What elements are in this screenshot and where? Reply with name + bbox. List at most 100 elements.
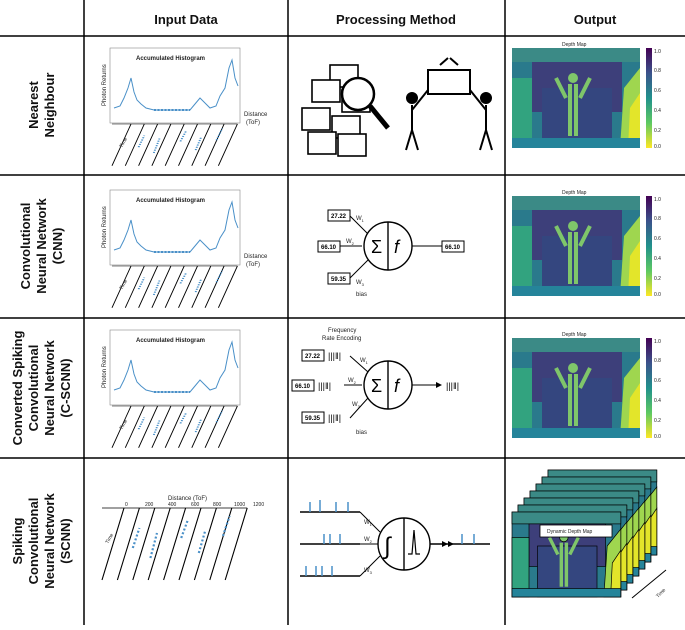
svg-text:Time: Time bbox=[655, 587, 667, 599]
header-output: Output bbox=[574, 12, 617, 27]
weight-w2: W2 bbox=[346, 239, 355, 246]
svg-text:1.0: 1.0 bbox=[654, 339, 661, 345]
svg-text:Rate Encoding: Rate Encoding bbox=[322, 336, 361, 342]
svg-text:400: 400 bbox=[168, 502, 177, 508]
header-input-data: Input Data bbox=[154, 12, 218, 27]
svg-text:66.10: 66.10 bbox=[321, 245, 337, 251]
svg-text:800: 800 bbox=[213, 502, 222, 508]
svg-text:0.2: 0.2 bbox=[654, 276, 661, 282]
svg-text:0.0: 0.0 bbox=[654, 434, 661, 440]
activation-symbol: f bbox=[394, 237, 401, 257]
svg-text:Convolutional: Convolutional bbox=[26, 345, 41, 432]
svg-text:0.2: 0.2 bbox=[654, 128, 661, 134]
svg-text:W2: W2 bbox=[348, 378, 357, 385]
cnn-output bbox=[441, 240, 465, 253]
input-histogram-row3: Accumulated Histogram Photon Returns Tim… bbox=[102, 329, 241, 449]
svg-text:|||‖|: |||‖| bbox=[318, 381, 331, 391]
svg-text:Time: Time bbox=[119, 418, 130, 431]
row-label-scnn: Spiking Convolutional Neural Network (SC… bbox=[10, 493, 73, 589]
svg-text:66.10: 66.10 bbox=[445, 245, 461, 251]
svg-text:0.4: 0.4 bbox=[654, 398, 661, 404]
input-histogram-row1: Accumulated Histogram Photon Returns Dis… bbox=[102, 47, 268, 167]
svg-text:1200: 1200 bbox=[253, 502, 264, 508]
svg-text:0.8: 0.8 bbox=[654, 68, 661, 74]
svg-text:59.35: 59.35 bbox=[331, 277, 347, 283]
svg-text:Neural Network: Neural Network bbox=[42, 340, 57, 436]
svg-text:0.4: 0.4 bbox=[654, 108, 661, 114]
weight-w3: W3 bbox=[356, 280, 365, 287]
svg-text:Accumulated Histogram: Accumulated Histogram bbox=[136, 198, 205, 204]
svg-text:Neural Network: Neural Network bbox=[42, 493, 57, 589]
svg-text:200: 200 bbox=[145, 502, 154, 508]
svg-text:1.0: 1.0 bbox=[654, 49, 661, 55]
colorbar bbox=[646, 48, 652, 148]
frequency-label: Frequency bbox=[328, 328, 356, 334]
svg-text:0.6: 0.6 bbox=[654, 236, 661, 242]
svg-text:Σ: Σ bbox=[371, 376, 382, 396]
histogram-xlabel: Distance bbox=[244, 112, 268, 118]
svg-text:Convolutional: Convolutional bbox=[26, 498, 41, 585]
svg-text:Converted Spiking: Converted Spiking bbox=[10, 331, 25, 446]
sigma-symbol: Σ bbox=[371, 237, 382, 257]
svg-text:W3: W3 bbox=[352, 402, 361, 409]
depth-map-row2: Depth Map 1.0 0.8 0.6 0.4 0.2 0.0 bbox=[510, 190, 661, 298]
svg-text:Photon Returns: Photon Returns bbox=[102, 346, 108, 388]
cnn-input-1 bbox=[327, 209, 351, 222]
svg-text:0: 0 bbox=[125, 502, 128, 508]
svg-text:0.4: 0.4 bbox=[654, 256, 661, 262]
depth-map-row3: Depth Map 1.0 0.8 0.6 0.4 0.2 0.0 bbox=[510, 332, 661, 440]
scnn-tick-labels: 0 200 400 600 800 1000 1200 bbox=[125, 502, 264, 508]
depth-map-title: Depth Map bbox=[562, 42, 587, 48]
nearest-neighbour-icons bbox=[301, 57, 493, 157]
svg-text:Accumulated Histogram: Accumulated Histogram bbox=[136, 338, 205, 344]
svg-text:0.2: 0.2 bbox=[654, 418, 661, 424]
time-label: Time bbox=[119, 136, 130, 149]
c-scnn-neuron: Frequency Rate Encoding 27.22 |||‖| 66.1… bbox=[291, 328, 459, 436]
header-processing-method: Processing Method bbox=[336, 12, 456, 27]
dynamic-depth-title: Dynamic Depth Map bbox=[547, 529, 593, 535]
scnn-distance-label: Distance (ToF) bbox=[168, 496, 207, 502]
input-scnn-spikes: Distance (ToF) 0 200 400 600 800 1000 12… bbox=[100, 496, 264, 582]
svg-text:(CNN): (CNN) bbox=[50, 228, 65, 265]
svg-text:Photon Returns: Photon Returns bbox=[102, 206, 108, 248]
weight-w1: W1 bbox=[356, 216, 365, 223]
cnn-neuron: 27.22 66.10 59.35 W1 W2 W3 bias Σ f 66.1… bbox=[317, 209, 465, 298]
svg-text:27.22: 27.22 bbox=[305, 354, 321, 360]
svg-text:f: f bbox=[394, 376, 401, 396]
svg-text:Depth Map: Depth Map bbox=[562, 332, 587, 338]
svg-text:Distance: Distance bbox=[244, 254, 268, 260]
svg-text:59.35: 59.35 bbox=[305, 416, 321, 422]
row-label-nearest-neighbour: Nearest Neighbour bbox=[26, 73, 57, 138]
row-label-cnn: Convolutional Neural Network (CNN) bbox=[18, 198, 65, 294]
integral-symbol: ∫ bbox=[382, 533, 392, 560]
svg-text:bias: bias bbox=[356, 430, 367, 436]
svg-text:(C-SCNN): (C-SCNN) bbox=[58, 358, 73, 417]
svg-text:27.22: 27.22 bbox=[331, 214, 347, 220]
magnifier-icon bbox=[340, 76, 390, 130]
histogram-title: Accumulated Histogram bbox=[136, 56, 205, 62]
svg-text:1000: 1000 bbox=[234, 502, 245, 508]
bias-label: bias bbox=[356, 292, 367, 298]
svg-text:W2: W2 bbox=[364, 537, 373, 544]
svg-text:600: 600 bbox=[191, 502, 200, 508]
svg-text:0.6: 0.6 bbox=[654, 378, 661, 384]
wave-icon: |||‖| bbox=[328, 351, 341, 361]
svg-text:Time: Time bbox=[119, 278, 130, 291]
spike-train bbox=[305, 500, 349, 576]
depth-map-row1: Depth Map 1.0 0.8 0.6 0.4 0.2 0.0 bbox=[510, 42, 661, 150]
svg-text:0.0: 0.0 bbox=[654, 292, 661, 298]
row-label-c-scnn: Converted Spiking Convolutional Neural N… bbox=[10, 331, 73, 446]
svg-text:0.8: 0.8 bbox=[654, 358, 661, 364]
svg-text:0.8: 0.8 bbox=[654, 216, 661, 222]
svg-text:1.0: 1.0 bbox=[654, 197, 661, 203]
svg-text:|||‖|: |||‖| bbox=[328, 413, 341, 423]
input-histogram-row2: Accumulated Histogram Photon Returns Dis… bbox=[102, 189, 268, 309]
svg-text:0.6: 0.6 bbox=[654, 88, 661, 94]
svg-text:Spiking: Spiking bbox=[10, 517, 25, 564]
svg-text:|||‖|: |||‖| bbox=[446, 381, 459, 391]
svg-text:Time: Time bbox=[105, 532, 116, 545]
svg-text:Neural Network: Neural Network bbox=[34, 198, 49, 294]
svg-text:Depth Map: Depth Map bbox=[562, 190, 587, 196]
